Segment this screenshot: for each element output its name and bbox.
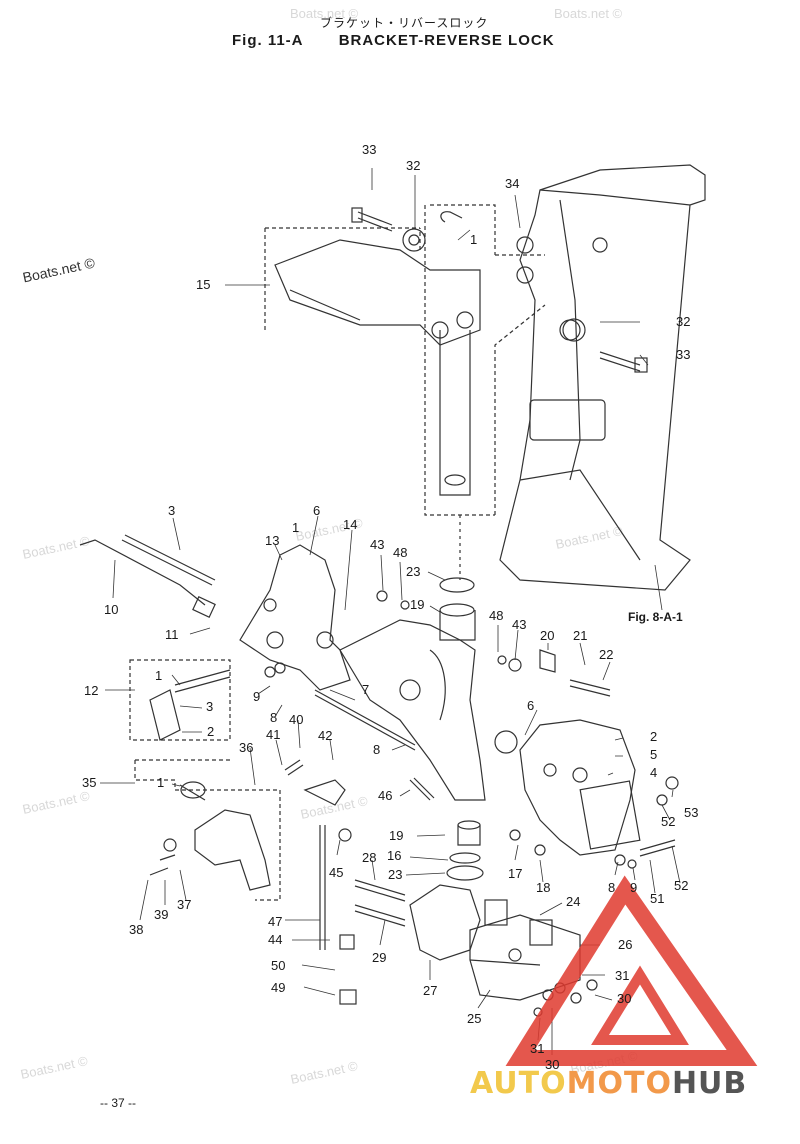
part-label: 49 bbox=[271, 980, 286, 995]
figure-reference: Fig. 8-A-1 bbox=[628, 610, 683, 624]
part-label: 21 bbox=[573, 628, 588, 643]
part-label: 1 bbox=[155, 668, 163, 683]
part-label: 29 bbox=[372, 950, 387, 965]
part-label: 8 bbox=[270, 710, 278, 725]
part-label: 46 bbox=[378, 788, 393, 803]
part-label: 32 bbox=[406, 158, 421, 173]
part-label: 2 bbox=[207, 724, 215, 739]
logo-auto: AUTO bbox=[470, 1066, 567, 1101]
part-label: 25 bbox=[467, 1011, 482, 1026]
part-label: 38 bbox=[129, 922, 144, 937]
part-label: 44 bbox=[268, 932, 283, 947]
part-label: 43 bbox=[512, 617, 527, 632]
part-label: 39 bbox=[154, 907, 169, 922]
part-label: 52 bbox=[674, 878, 689, 893]
part-label: 50 bbox=[271, 958, 286, 973]
part-label: 41 bbox=[266, 727, 281, 742]
part-label: 31 bbox=[530, 1041, 545, 1056]
part-label: 48 bbox=[393, 545, 408, 560]
part-label: 47 bbox=[268, 914, 283, 929]
part-label: 9 bbox=[630, 880, 638, 895]
part-label: 11 bbox=[165, 627, 179, 642]
part-label: 52 bbox=[661, 814, 676, 829]
logo-moto: MOTO bbox=[566, 1066, 672, 1101]
part-label: 23 bbox=[406, 564, 421, 579]
part-label: 1 bbox=[292, 520, 300, 535]
part-label: 14 bbox=[343, 517, 358, 532]
part-label: 42 bbox=[318, 728, 333, 743]
part-label: 31 bbox=[615, 968, 630, 983]
part-label: 4 bbox=[650, 765, 658, 780]
figure-number: Fig. 11-A bbox=[232, 32, 304, 49]
watermark: Boats.net © bbox=[554, 6, 623, 21]
part-label: 8 bbox=[373, 742, 381, 757]
part-label: 43 bbox=[370, 537, 385, 552]
part-label: 34 bbox=[505, 176, 520, 191]
reverse-lock-35 bbox=[194, 809, 271, 891]
part-label: 17 bbox=[508, 866, 523, 881]
part-label: 20 bbox=[540, 628, 555, 643]
figure-name: BRACKET-REVERSE LOCK bbox=[338, 32, 555, 49]
part-label: 6 bbox=[313, 503, 321, 518]
part-label: 19 bbox=[410, 597, 425, 612]
stern-bracket-right bbox=[519, 719, 636, 856]
part-label: 10 bbox=[104, 602, 119, 617]
part-label: 7 bbox=[362, 682, 370, 697]
part-label: 2 bbox=[650, 729, 658, 744]
part-label: 27 bbox=[423, 983, 438, 998]
part-label: 28 bbox=[362, 850, 377, 865]
part-label: 3 bbox=[206, 699, 214, 714]
part-label: 1 bbox=[470, 232, 478, 247]
part-label: 30 bbox=[545, 1057, 560, 1072]
part-label: 33 bbox=[362, 142, 377, 157]
part-label: 1 bbox=[157, 775, 165, 790]
part-label: 6 bbox=[527, 698, 535, 713]
part-label: 51 bbox=[650, 891, 665, 906]
part-label: 26 bbox=[618, 937, 633, 952]
logo-hub: HUB bbox=[671, 1066, 748, 1101]
stern-bracket-left bbox=[239, 544, 351, 691]
part-label: 24 bbox=[566, 894, 581, 909]
part-label: 35 bbox=[82, 775, 97, 790]
steering-shaft bbox=[439, 330, 471, 496]
part-label: 3 bbox=[168, 503, 176, 518]
part-label: 33 bbox=[676, 347, 691, 362]
japanese-title: ブラケット・リバースロック bbox=[320, 16, 489, 30]
part-label: 32 bbox=[676, 314, 691, 329]
part-label: 48 bbox=[489, 608, 504, 623]
part-label: 22 bbox=[599, 647, 614, 662]
part-label: 12 bbox=[84, 683, 99, 698]
part-label: 45 bbox=[329, 865, 344, 880]
logo-wordmark: AUTOMOTOHUB bbox=[470, 1066, 747, 1101]
part-label: 8 bbox=[608, 880, 616, 895]
part-label: 30 bbox=[617, 991, 632, 1006]
part-label: 18 bbox=[536, 880, 551, 895]
part-label: 53 bbox=[684, 805, 699, 820]
swivel-bracket-14 bbox=[339, 619, 486, 801]
part-label: 23 bbox=[388, 867, 403, 882]
swivel-housing bbox=[499, 164, 706, 591]
figure-title: Fig. 11-A BRACKET-REVERSE LOCK bbox=[232, 32, 555, 49]
page-number: -- 37 -- bbox=[100, 1096, 136, 1110]
swivel-clamp-27 bbox=[409, 884, 481, 961]
logo-triangle bbox=[505, 875, 758, 1066]
part-label: 16 bbox=[387, 848, 402, 863]
part-label: 9 bbox=[253, 689, 261, 704]
part-label: 36 bbox=[239, 740, 254, 755]
watermark: Boats.net © bbox=[290, 6, 359, 21]
part-label: 5 bbox=[650, 747, 658, 762]
bracket-arm-15 bbox=[274, 239, 481, 346]
part-label: 37 bbox=[177, 897, 192, 912]
part-label: 15 bbox=[196, 277, 211, 292]
part-label: 19 bbox=[389, 828, 404, 843]
part-label: 40 bbox=[289, 712, 304, 727]
part-label: 13 bbox=[265, 533, 280, 548]
